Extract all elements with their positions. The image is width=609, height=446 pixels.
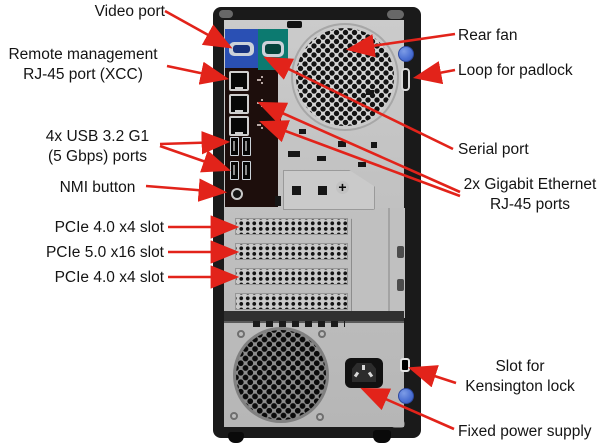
nmi-button bbox=[231, 188, 243, 200]
ethernet-rj45-port-2 bbox=[229, 116, 249, 136]
label-remote-mgmt: Remote management RJ-45 port (XCC) bbox=[0, 45, 166, 85]
top-vent bbox=[287, 21, 302, 28]
label-line: RJ-45 port (XCC) bbox=[23, 66, 143, 83]
label-padlock-loop: Loop for padlock bbox=[458, 62, 573, 79]
panel-detail bbox=[317, 156, 326, 161]
bracket-clip bbox=[397, 246, 404, 258]
corner-tab-icon bbox=[387, 10, 404, 19]
label-power-supply: Fixed power supply bbox=[458, 423, 592, 440]
label-line: 2x Gigabit Ethernet bbox=[463, 176, 597, 193]
label-usb-ports: 4x USB 3.2 G1 (5 Gbps) ports bbox=[20, 127, 175, 167]
psu-fan-grille bbox=[236, 330, 326, 420]
ethernet-rj45-port-1 bbox=[229, 94, 249, 114]
panel-detail bbox=[366, 90, 374, 95]
bracket-clip bbox=[397, 279, 404, 291]
arrow-kensington bbox=[408, 365, 457, 388]
label-line: Remote management bbox=[8, 46, 158, 63]
panel-detail bbox=[299, 129, 306, 134]
panel-detail bbox=[275, 196, 281, 206]
panel-detail bbox=[292, 186, 301, 195]
screw-icon bbox=[230, 412, 238, 420]
arrow-usb-upper bbox=[159, 131, 231, 155]
chassis-foot bbox=[228, 432, 244, 443]
network-icon bbox=[257, 79, 259, 81]
power-pin bbox=[362, 365, 365, 370]
panel-detail bbox=[358, 162, 366, 167]
pcie-slot-cover-4 bbox=[235, 293, 348, 310]
arrow-serial bbox=[263, 56, 454, 151]
arrow-ethernet-2 bbox=[259, 120, 461, 198]
label-line: Kensington lock bbox=[465, 378, 575, 395]
card-retention-bracket bbox=[351, 208, 405, 318]
label-pcie-slot-3: PCIe 4.0 x4 slot bbox=[54, 269, 164, 286]
xcc-rj45-port bbox=[229, 71, 249, 91]
screw-icon bbox=[316, 413, 324, 421]
pcie-slot-cover-1 bbox=[235, 218, 348, 235]
video-port-pins bbox=[233, 45, 250, 53]
arrow-usb-lower bbox=[159, 144, 231, 173]
chassis-foot bbox=[373, 430, 391, 443]
label-line: 4x USB 3.2 G1 bbox=[45, 128, 150, 145]
label-rear-fan: Rear fan bbox=[458, 27, 518, 44]
serial-port-pins bbox=[265, 44, 281, 54]
arrow-power-supply bbox=[360, 387, 455, 431]
corner-tab-icon bbox=[219, 10, 233, 18]
panel-detail bbox=[318, 186, 327, 195]
panel-detail bbox=[338, 141, 346, 147]
label-kensington: Slot for Kensington lock bbox=[459, 357, 581, 397]
arrow-xcc-port bbox=[166, 61, 230, 85]
label-video-port: Video port bbox=[94, 3, 165, 20]
label-ethernet-ports: 2x Gigabit Ethernet RJ-45 ports bbox=[462, 175, 598, 215]
screw-icon bbox=[237, 330, 245, 338]
arrow-rear-fan bbox=[345, 32, 456, 58]
rear-fan-grille bbox=[296, 28, 394, 126]
network-icon bbox=[257, 124, 259, 126]
label-pcie-slot-2: PCIe 5.0 x16 slot bbox=[45, 244, 164, 261]
usb-port-2 bbox=[242, 137, 251, 156]
arrow-nmi bbox=[145, 178, 228, 202]
label-line: RJ-45 ports bbox=[489, 196, 571, 213]
screw-icon: + bbox=[336, 180, 349, 194]
panel-detail bbox=[288, 151, 300, 157]
kensington-lock-slot bbox=[400, 358, 410, 372]
arrow-video-port bbox=[164, 9, 233, 49]
label-serial-port: Serial port bbox=[458, 141, 529, 158]
label-pcie-slot-1: PCIe 4.0 x4 slot bbox=[54, 219, 164, 236]
label-line: (5 Gbps) ports bbox=[47, 148, 148, 165]
arrow-ethernet-1 bbox=[257, 101, 461, 194]
label-line: Slot for bbox=[495, 358, 545, 375]
vent-dashes bbox=[253, 321, 345, 327]
pcie-slot-cover-2 bbox=[235, 243, 348, 260]
panel-detail bbox=[371, 142, 377, 148]
thumbscrew bbox=[398, 46, 414, 62]
arrow-padlock bbox=[412, 61, 456, 85]
screw-icon bbox=[318, 330, 326, 338]
usb-port-4 bbox=[242, 161, 251, 180]
padlock-loop bbox=[401, 68, 410, 91]
usb-port-1 bbox=[230, 137, 239, 156]
label-nmi-button: NMI button bbox=[59, 179, 136, 196]
pcie-slot-cover-3 bbox=[235, 268, 348, 285]
thumbscrew bbox=[398, 388, 414, 404]
